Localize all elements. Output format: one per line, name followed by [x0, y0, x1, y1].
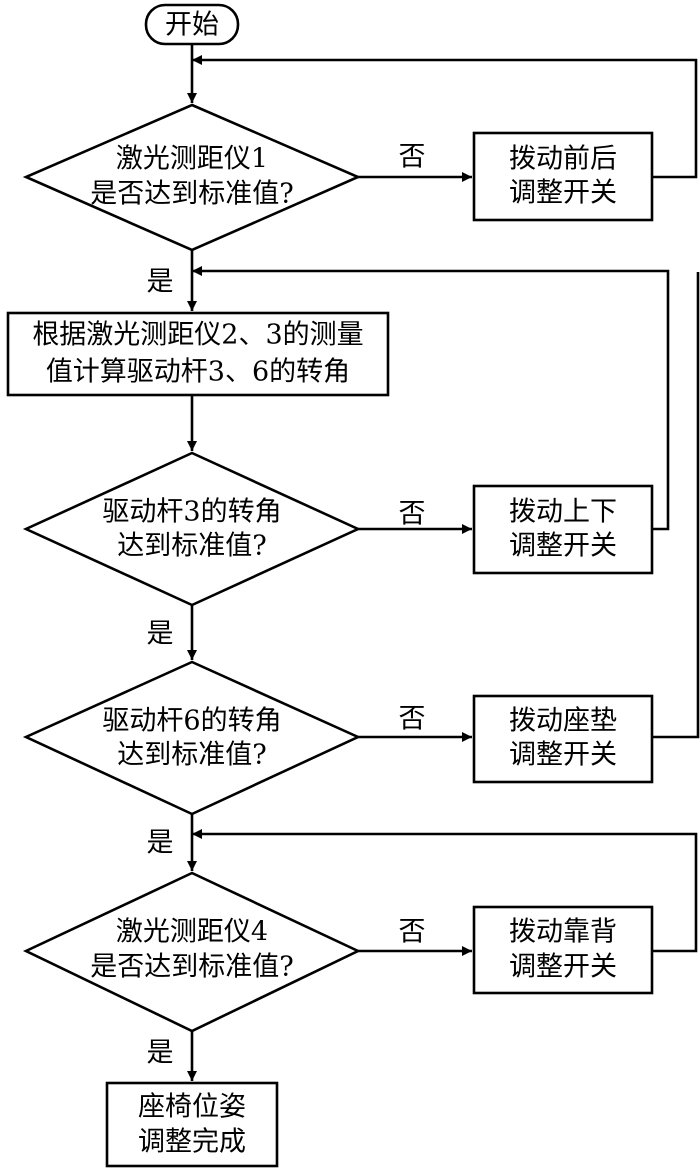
label-yes-4: 是: [147, 1038, 174, 1069]
node-check-laser1-line1: 激光测距仪1: [116, 144, 268, 175]
loop-up-down: [192, 266, 670, 531]
node-adjust-cushion: 拨动座垫 调整开关: [472, 694, 654, 784]
node-done-line2: 调整完成: [138, 1127, 246, 1158]
node-compute-angles-line2: 值计算驱动杆3、6的转角: [46, 357, 350, 388]
label-no-2: 否: [399, 499, 426, 530]
node-start: 开始: [144, 3, 240, 46]
node-adjust-front-back: 拨动前后 调整开关: [472, 131, 654, 222]
node-start-text: 开始: [165, 10, 219, 41]
node-adjust-backrest-line2: 调整开关: [509, 952, 617, 983]
node-check-laser4-line1: 激光测距仪4: [116, 917, 268, 948]
node-check-laser1-line2: 是否达到标准值?: [90, 179, 293, 210]
loop-backrest: [192, 829, 698, 953]
edges: [187, 44, 700, 1081]
node-check-rod6: 驱动杆6的转角 达到标准值?: [22, 660, 362, 816]
node-adjust-cushion-line1: 拨动座垫: [509, 706, 617, 737]
node-adjust-backrest-line1: 拨动靠背: [509, 917, 617, 948]
node-check-rod3-line2: 达到标准值?: [117, 531, 266, 562]
node-check-laser4-line2: 是否达到标准值?: [90, 952, 293, 983]
node-check-rod3: 驱动杆3的转角 达到标准值?: [22, 451, 362, 607]
node-check-laser4: 激光测距仪4 是否达到标准值?: [22, 871, 362, 1033]
node-check-rod6-line2: 达到标准值?: [117, 740, 266, 771]
label-yes-2: 是: [147, 619, 174, 650]
edge-labels: 否 是 否 是 否 是 否 是: [147, 142, 426, 1069]
node-adjust-cushion-line2: 调整开关: [509, 740, 617, 771]
loop-cushion: [652, 272, 700, 739]
label-yes-1: 是: [147, 267, 174, 298]
loop-front-back: [192, 55, 698, 179]
node-adjust-up-down-line2: 调整开关: [509, 531, 617, 562]
node-adjust-up-down: 拨动上下 调整开关: [472, 484, 654, 575]
label-yes-3: 是: [147, 828, 174, 859]
label-no-1: 否: [399, 142, 426, 173]
node-check-rod6-line1: 驱动杆6的转角: [102, 706, 281, 737]
node-done-line1: 座椅位姿: [138, 1092, 246, 1123]
label-no-3: 否: [399, 704, 426, 735]
node-compute-angles-line1: 根据激光测距仪2、3的测量: [32, 320, 363, 351]
node-adjust-up-down-line1: 拨动上下: [509, 497, 617, 528]
node-check-laser1: 激光测距仪1 是否达到标准值?: [22, 103, 362, 252]
node-adjust-front-back-line1: 拨动前后: [509, 144, 617, 175]
node-compute-angles: 根据激光测距仪2、3的测量 值计算驱动杆3、6的转角: [6, 311, 390, 397]
node-adjust-front-back-line2: 调整开关: [509, 178, 617, 209]
label-no-4: 否: [399, 917, 426, 948]
node-adjust-backrest: 拨动靠背 调整开关: [472, 905, 654, 995]
node-check-rod3-line1: 驱动杆3的转角: [102, 497, 281, 528]
node-done: 座椅位姿 调整完成: [105, 1081, 279, 1168]
